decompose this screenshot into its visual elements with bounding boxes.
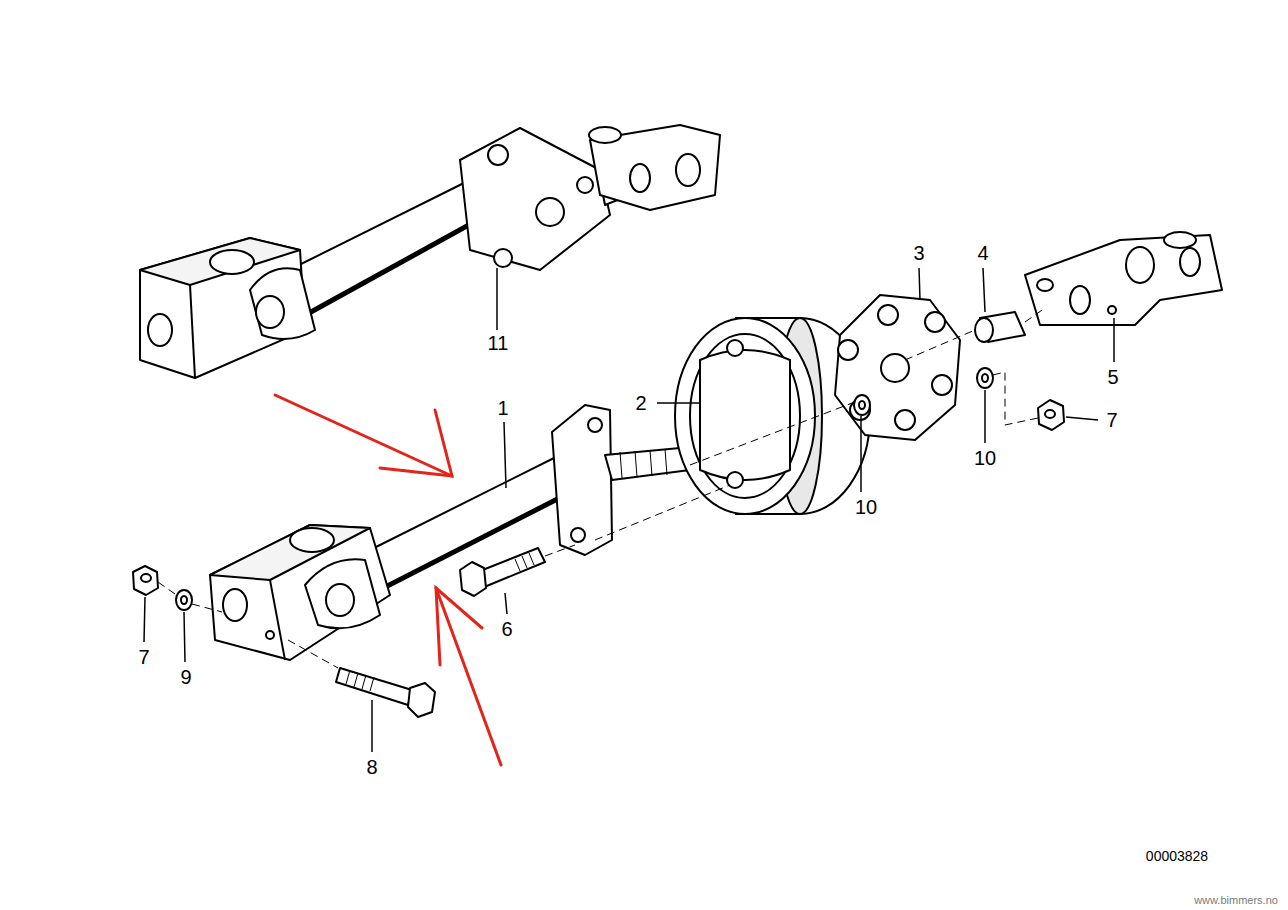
callout-number: 2: [635, 393, 646, 413]
dust-boot-drum: [675, 318, 870, 514]
callout-number: 7: [138, 647, 149, 667]
callout-number: 6: [501, 619, 512, 639]
figure-number: 00003828: [1146, 849, 1208, 863]
red-arrow: [275, 395, 501, 765]
bolt: [460, 548, 545, 596]
assembly-line: [158, 308, 1045, 668]
leader-line: [144, 268, 1114, 752]
washer: [176, 590, 192, 610]
watermark: www.bimmers.no: [1194, 895, 1278, 906]
callout-number: 9: [180, 667, 191, 687]
callout-number: 5: [1107, 367, 1118, 387]
callout-number: 10: [974, 448, 996, 468]
callout-number: 4: [977, 243, 988, 263]
bushing: [975, 312, 1025, 342]
callout-number: 11: [488, 333, 509, 353]
callout-number: 7: [1106, 410, 1117, 430]
callout-number: 1: [497, 398, 508, 418]
callout-number: 10: [855, 497, 877, 517]
hex-nut: [133, 566, 158, 595]
steering-shaft-assembly: [140, 125, 720, 378]
washer: [854, 368, 993, 415]
flex-disc: [835, 295, 960, 440]
hex-nut: [1038, 400, 1064, 430]
callout-number: 3: [913, 243, 924, 263]
universal-joint: [1025, 232, 1222, 325]
callout-number: 8: [366, 757, 377, 777]
steering-shaft: [210, 405, 690, 660]
bolt: [336, 668, 435, 717]
